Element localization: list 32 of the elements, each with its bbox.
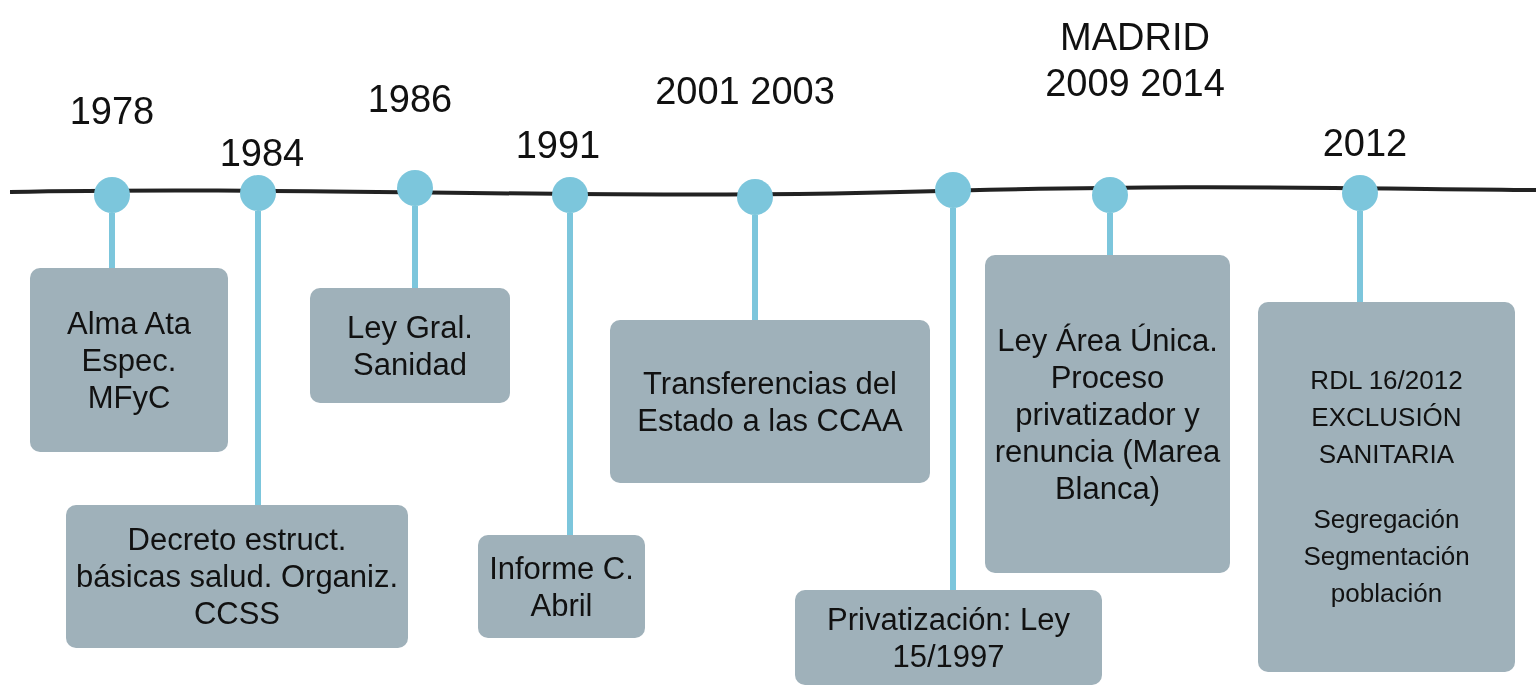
event-box [985, 255, 1230, 573]
event-text: RDL 16/2012 EXCLUSIÓN SANITARIA [1309, 364, 1464, 471]
event-box [310, 288, 510, 403]
year-label: 2001 2003 [654, 69, 836, 114]
event-box [1258, 302, 1515, 672]
connector-line [1107, 213, 1113, 255]
year-label: 1978 [68, 89, 156, 134]
year-label: MADRID 2009 2014 [1044, 15, 1226, 106]
year-label: 1991 [514, 123, 602, 168]
connector-line [950, 208, 956, 590]
connector-line [412, 206, 418, 288]
event-box [478, 535, 645, 638]
event-text: Privatización: Ley 15/1997 [826, 600, 1071, 675]
event-text: Informe C. Abril [488, 549, 635, 624]
year-label: 2012 [1321, 121, 1409, 166]
event-box [610, 320, 930, 483]
connector-line [1357, 211, 1363, 302]
event-box [30, 268, 228, 452]
connector-line [109, 213, 115, 268]
event-text: Ley Gral. Sanidad [346, 308, 474, 383]
year-label: 1984 [218, 131, 306, 176]
connector-line [752, 215, 758, 320]
event-text: Ley Área Única. Proceso privatizador y renuncia (Marea Blanca) [993, 321, 1222, 507]
year-label: 1986 [366, 77, 454, 122]
event-text: Segregación Segmentación población [1302, 503, 1471, 610]
event-box [66, 505, 408, 648]
event-text: Alma Ata Espec. MFyC [65, 304, 193, 416]
connector-line [567, 213, 573, 535]
event-text: Transferencias del Estado a las CCAA [636, 364, 904, 439]
event-box [795, 590, 1102, 685]
event-text: Decreto estruct. básicas salud. Organiz. CCSS [74, 521, 400, 632]
connector-line [255, 211, 261, 505]
